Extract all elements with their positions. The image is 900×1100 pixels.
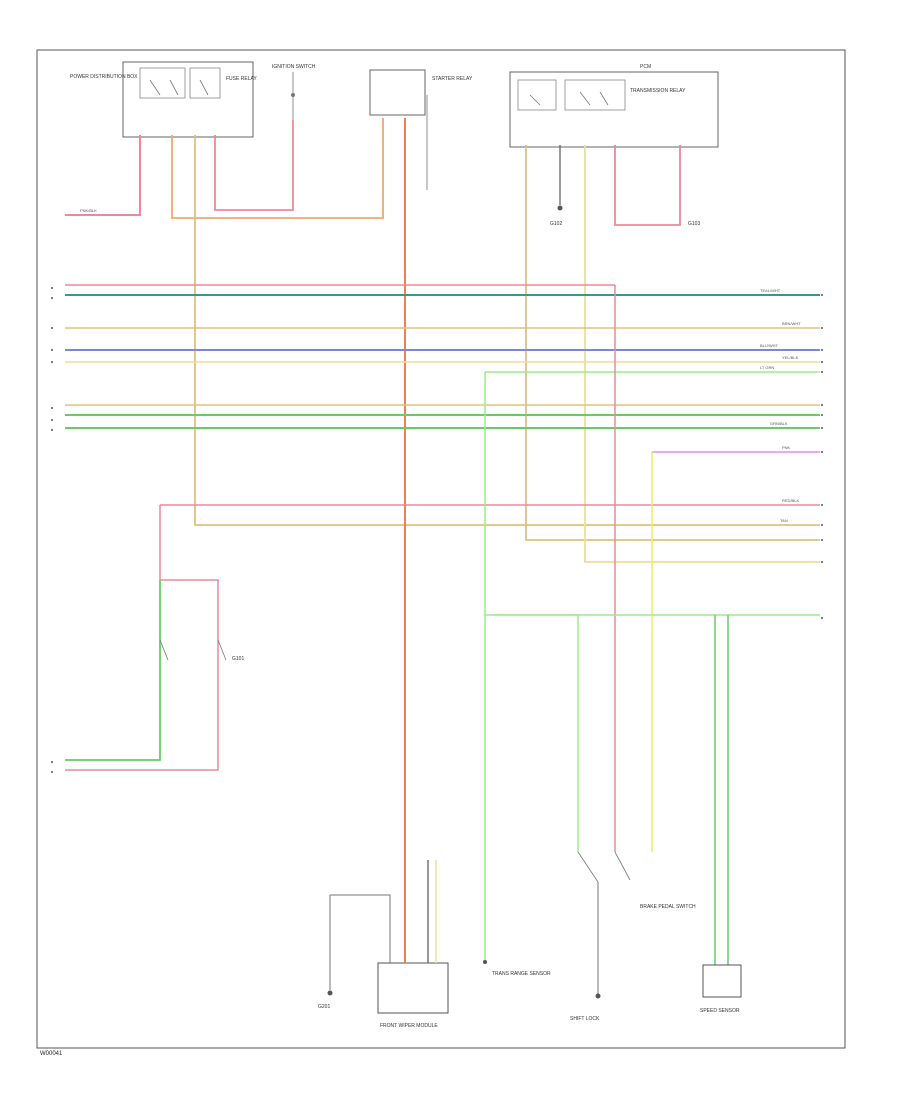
component-label-bottom-ground: G201 [318, 1004, 330, 1010]
bus-label-yel: YEL/BLK [782, 355, 799, 360]
speed-sensor: SPEED SENSOR [700, 964, 742, 1014]
ground-right-label: G103 [688, 221, 700, 227]
bus-label-teal: TEAL/WHT [760, 288, 781, 293]
wire-label-tan: TAN [780, 518, 788, 523]
starter-relay: STARTER RELAY [369, 69, 473, 190]
left-switch-block: G101 [65, 505, 244, 771]
wire-orange-top [171, 118, 384, 219]
brake-pedal-switch: BRAKE PEDAL SWITCH SHIFT LOCK [570, 851, 696, 1022]
component-label-shift-lock: SHIFT LOCK [570, 1016, 600, 1022]
component-label-starter-relay: STARTER RELAY [432, 76, 473, 82]
left-pin-markers [51, 287, 53, 773]
wire-lt-yellow [584, 145, 820, 563]
wire-pink-left [65, 135, 141, 216]
bus-label-brn: BRN/WHT [782, 321, 801, 326]
component-label-fuse-relay: FUSE RELAY [226, 76, 257, 82]
ground-mid-icon [557, 205, 563, 211]
component-label-pcm: PCM [640, 64, 651, 70]
component-label-wiper: FRONT WIPER MODULE [380, 1023, 438, 1029]
pcm-box: PCM TRANSMISSION RELAY [509, 64, 719, 148]
diagram-frame [36, 49, 846, 1049]
ground-mid-label: G102 [550, 221, 562, 227]
wire-label-pink-left: PNK/BLK [80, 208, 97, 213]
wire-tan-long [194, 135, 820, 526]
bus-label-pnk: PNK [782, 445, 791, 450]
component-label-ignition: IGNITION SWITCH [272, 64, 316, 70]
wire-pink-ign [214, 120, 294, 211]
wire-pink-pcm [614, 145, 681, 226]
component-label-trans-relay: TRANSMISSION RELAY [630, 88, 686, 94]
bus-label-ltgrn: LT GRN [760, 365, 774, 370]
bus-label-red: RED/BLK [782, 498, 799, 503]
power-distribution-box: POWER DISTRIBUTION BOX FUSE RELAY [70, 61, 257, 138]
component-label-left-ground: G101 [232, 656, 244, 662]
ignition-switch: IGNITION SWITCH [272, 64, 316, 120]
wire-tan-pcm [525, 145, 820, 541]
component-label-brake-switch: BRAKE PEDAL SWITCH [640, 904, 696, 910]
wire-lt-green-branch [485, 614, 579, 852]
component-label-pdb: POWER DISTRIBUTION BOX [70, 74, 138, 80]
component-label-trs: TRANS RANGE SENSOR [492, 971, 551, 977]
bus-label-grn: GRN/BLK [770, 421, 788, 426]
component-label-speed-sensor: SPEED SENSOR [700, 1008, 740, 1014]
front-wiper-module: FRONT WIPER MODULE G201 [318, 860, 449, 1029]
right-pin-markers [821, 294, 823, 619]
bus-label-blue: BLU/WHT [760, 343, 779, 348]
trans-range-sensor: TRANS RANGE SENSOR [483, 960, 551, 977]
diagram-footer-code: W00041 [40, 1051, 63, 1057]
